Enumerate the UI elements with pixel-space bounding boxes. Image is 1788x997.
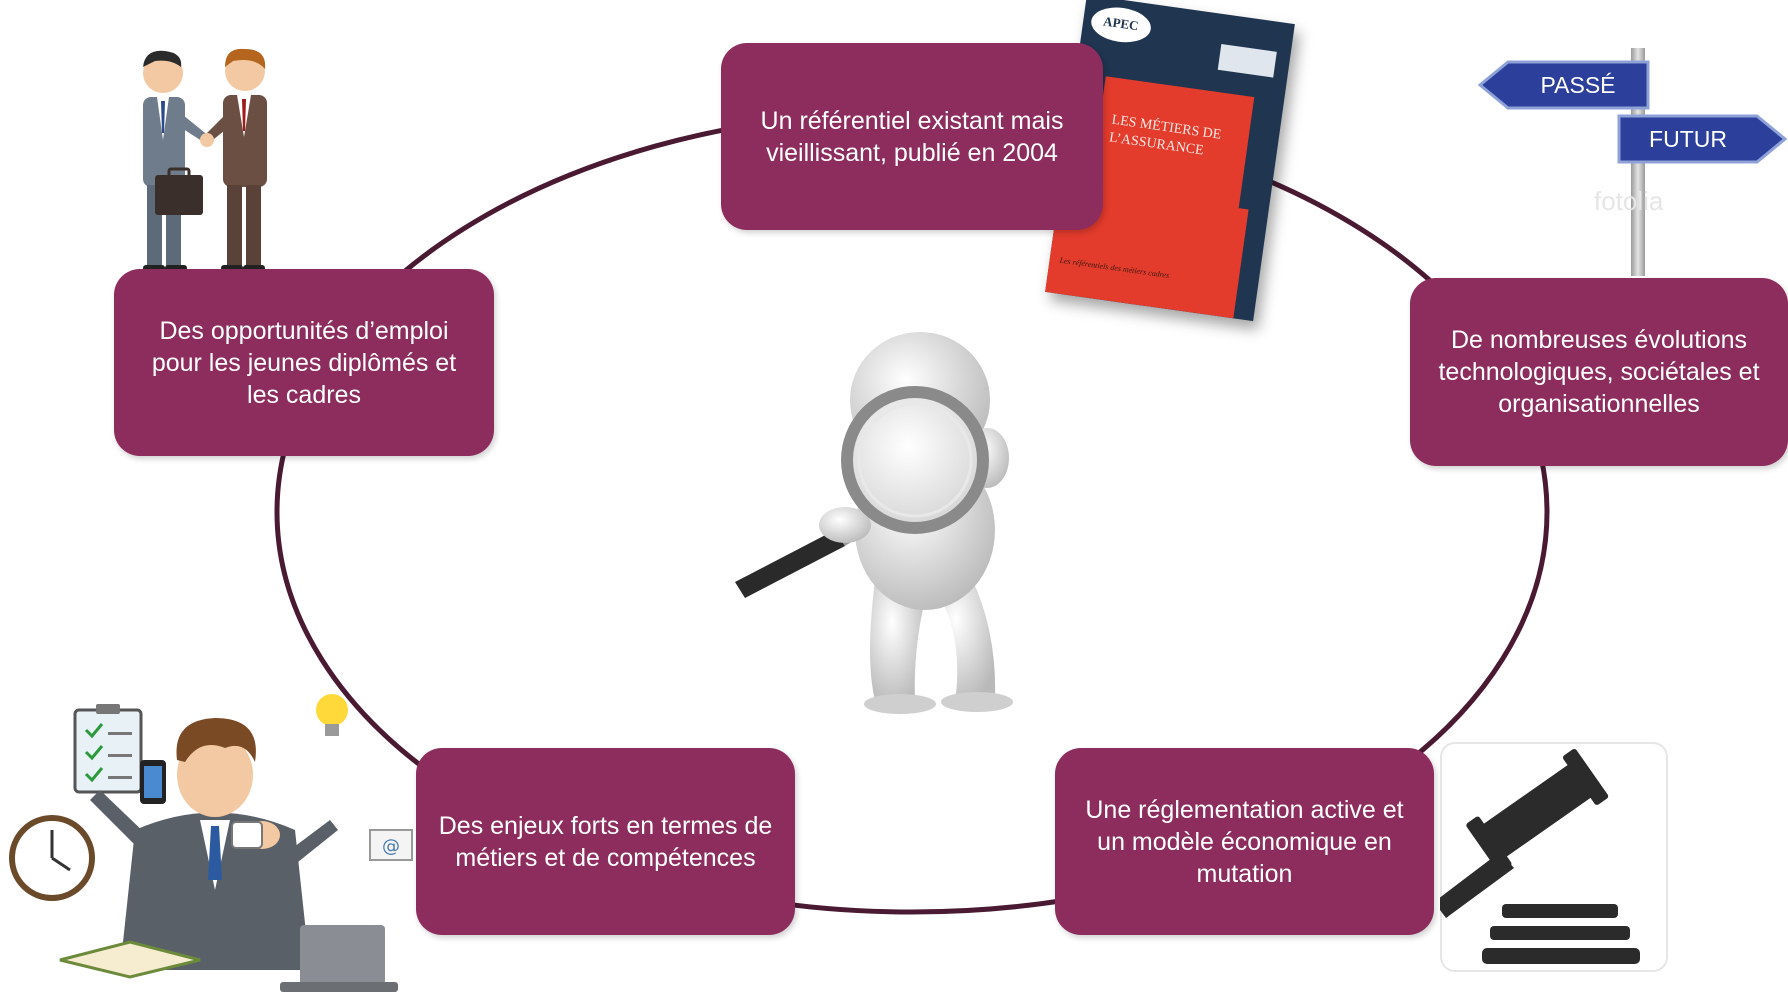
box-stakes: Des enjeux forts en termes de métiers et… (416, 748, 795, 935)
box-stakes-text: Des enjeux forts en termes de métiers et… (438, 811, 773, 872)
box-job-opportunities: Des opportunités d’emploi pour les jeune… (114, 269, 494, 456)
box-regulation: Une réglementation active et un modèle é… (1055, 748, 1434, 935)
box-evolutions-text: De nombreuses évolutions technologiques,… (1438, 326, 1760, 418)
signpost-icon: PASSÉ FUTUR fotolia (1478, 48, 1788, 276)
handshake-illustration (135, 48, 273, 275)
box-reference-2004: Un référentiel existant mais vieillissan… (721, 43, 1103, 230)
sign-future: FUTUR (1649, 125, 1727, 152)
magnifier-figure (735, 332, 1013, 714)
fotolia-watermark: fotolia (1594, 186, 1664, 216)
gavel-icon (1440, 742, 1668, 972)
svg-text:@: @ (382, 836, 400, 857)
box-regulation-text: Une réglementation active et un modèle é… (1085, 795, 1404, 888)
box-job-opportunities-text: Des opportunités d’emploi pour les jeune… (151, 316, 457, 409)
box-evolutions: De nombreuses évolutions technologiques,… (1410, 278, 1788, 466)
sign-past: PASSÉ (1540, 71, 1616, 98)
multitask-illustration: @ (9, 694, 413, 992)
box-reference-2004-text: Un référentiel existant mais vieillissan… (760, 106, 1064, 167)
